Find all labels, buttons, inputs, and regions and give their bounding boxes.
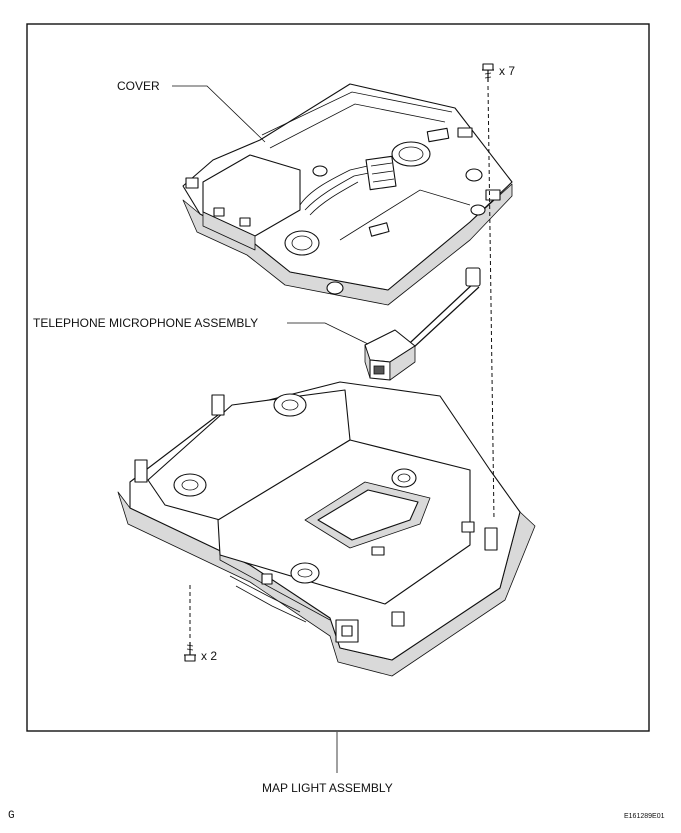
cover-leader: [172, 85, 266, 143]
screw-bottom-qty: x 2: [201, 649, 217, 663]
map-light-part: [117, 381, 536, 677]
telephone-microphone-part: [364, 267, 481, 381]
telephone-microphone-label: TELEPHONE MICROPHONE ASSEMBLY: [33, 316, 258, 330]
corner-letter: G: [8, 810, 15, 822]
screw-icon: [482, 63, 494, 82]
telephone-microphone-leader: [287, 322, 369, 345]
cover-part: [182, 83, 513, 306]
screw-top-qty: x 7: [499, 64, 515, 78]
screw-top-axis: [487, 85, 495, 521]
figure-code: E161289E01: [624, 813, 665, 820]
cover-label: COVER: [117, 79, 160, 93]
screw-icon: [184, 642, 196, 662]
diagram-frame: [26, 23, 650, 732]
map-light-label: MAP LIGHT ASSEMBLY: [262, 781, 393, 795]
